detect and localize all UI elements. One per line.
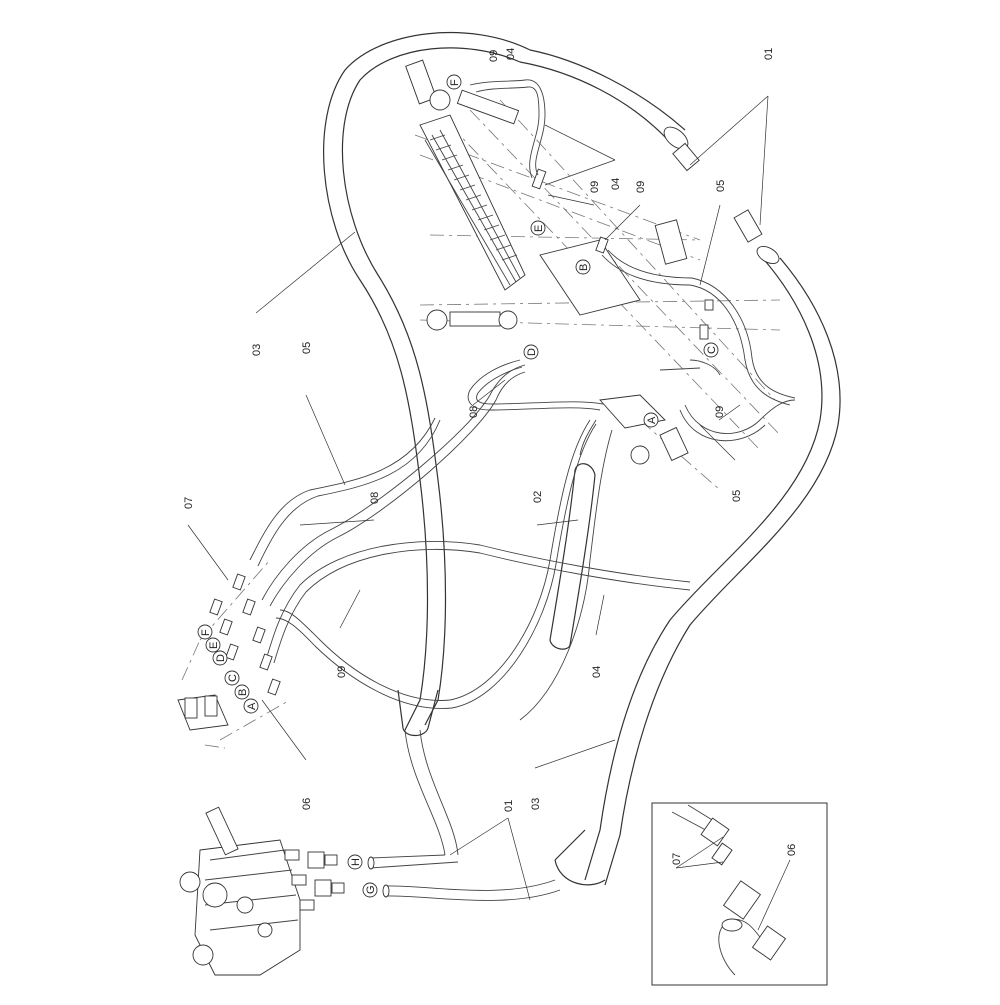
fitting-stack [209,573,281,696]
callout-05: 05 [715,180,727,192]
callout-09: 09 [589,181,601,193]
port-D-top: D [523,344,539,360]
inset-detail [651,802,828,986]
port-C-left: C [224,670,240,686]
callout-09: 09 [336,666,348,678]
svg-text:E: E [208,642,220,649]
callout-06: 06 [301,798,313,810]
port-H-bottom: H [347,854,363,870]
hose-01-bottom [367,854,561,901]
callout-09: 09 [488,50,500,62]
port-C-top: C [703,342,719,358]
hose-03-outer-loop [323,31,686,737]
hose-02 [549,419,597,650]
callout-05: 05 [301,342,313,354]
leader-lines [187,95,791,931]
port-E-left: E [205,637,221,653]
hose-03-right-loop [554,254,841,886]
callout-03: 03 [530,798,542,810]
svg-text:H: H [350,858,362,866]
control-valve [179,806,345,976]
top-assembly [405,59,796,491]
port-B-left: B [234,684,250,700]
port-A-left: A [243,698,259,714]
svg-text:B: B [578,264,590,271]
callout-05: 05 [731,490,743,502]
port-A-top: A [643,412,659,428]
port-E-top: E [530,220,546,236]
callout-04: 04 [505,48,517,60]
port-G-bottom: G [362,882,378,898]
callout-09: 09 [714,406,726,418]
svg-text:D: D [215,654,227,662]
left-manifold [177,559,291,749]
callout-labels: 01 09 04 04 09 09 05 03 05 08 09 05 02 0… [183,48,798,865]
callout-08: 08 [468,406,480,418]
callout-09: 09 [635,181,647,193]
port-F-left: F [197,624,213,640]
port-letters: F E B D C A F E D C B A H G [197,74,719,898]
callout-03: 03 [251,344,263,356]
callout-01: 01 [763,48,775,60]
port-D-left: D [212,650,228,666]
callout-07: 07 [671,853,683,865]
svg-text:C: C [706,346,718,354]
callout-08: 08 [369,492,381,504]
svg-text:B: B [237,689,249,696]
callout-02: 02 [532,491,544,503]
port-F-top: F [446,74,462,90]
svg-text:F: F [449,79,461,86]
svg-text:F: F [200,629,212,636]
callout-06: 06 [786,844,798,856]
callout-04: 04 [610,178,622,190]
svg-text:D: D [526,348,538,356]
port-B-top: B [575,259,591,275]
callout-07: 07 [183,497,195,509]
callout-04: 04 [591,666,603,678]
svg-text:A: A [246,702,258,710]
svg-text:C: C [227,674,239,682]
fitting-01-top-right [663,126,780,264]
svg-text:E: E [533,225,545,232]
svg-text:G: G [365,885,377,894]
svg-text:A: A [646,416,658,424]
callout-01: 01 [503,800,515,812]
thin-hose-bundle [249,364,691,856]
